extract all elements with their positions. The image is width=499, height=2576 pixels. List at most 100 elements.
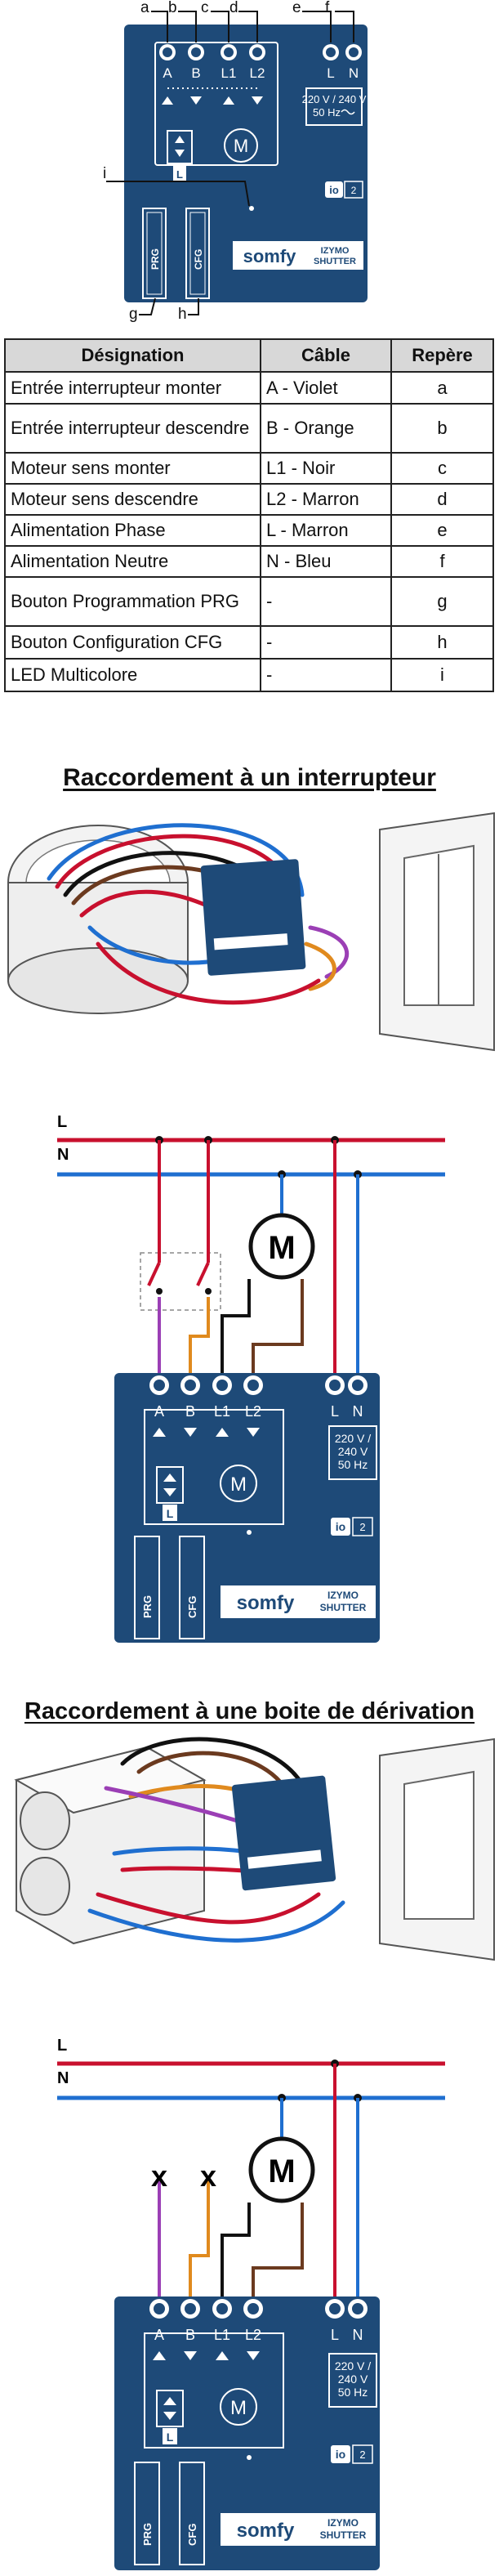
ac-wave-icon	[341, 109, 355, 115]
cell-designation: Entrée interrupteur descendre	[4, 403, 261, 454]
spec-frequency: 50 Hz	[313, 106, 341, 119]
section2-title-text: Raccordement à une boite de dérivation	[24, 1698, 475, 1724]
header-ref: Repère	[390, 338, 494, 373]
product-name-1: IZYMO	[327, 1590, 359, 1601]
callout-e: e	[292, 0, 301, 16]
cell-cable: -	[260, 576, 392, 627]
io-badge: 2	[359, 2449, 365, 2461]
table-row: Bouton Configuration CFG - h	[4, 625, 494, 660]
motor-icon-label: M	[234, 136, 248, 156]
motor-symbol-label: M	[268, 1230, 295, 1266]
spec-line-1: 220 V /	[335, 2359, 371, 2373]
terminal-n-label: N	[349, 65, 359, 81]
prg-button: PRG	[141, 2523, 154, 2546]
terminal-l-label: L	[331, 2327, 339, 2343]
cell-ref: d	[390, 483, 494, 516]
junction-box-illustration	[14, 1737, 495, 1961]
product-name-1: IZYMO	[327, 2517, 359, 2529]
table-row: Moteur sens descendre L2 - Marron d	[4, 483, 494, 516]
module-body	[114, 1373, 380, 1643]
terminal-a-label: A	[163, 65, 172, 81]
callout-a: a	[140, 0, 149, 16]
spec-line-2: 240 V	[338, 1445, 368, 1458]
callout-f: f	[325, 0, 330, 16]
line-n-label: N	[57, 1146, 69, 1164]
table-row: Entrée interrupteur descendre B - Orange…	[4, 403, 494, 454]
terminal-l2-label: L2	[245, 1403, 261, 1420]
spec-line-2: 240 V	[338, 2373, 368, 2386]
io-logo: io	[329, 184, 339, 196]
brand-plate	[233, 241, 363, 270]
module-body	[114, 2296, 380, 2570]
table-row: LED Multicolore - i	[4, 658, 494, 692]
cell-cable: B - Orange	[260, 403, 392, 454]
terminal-a-label: A	[154, 2327, 164, 2343]
cap-mark-a: x	[151, 2159, 167, 2193]
terminal-n-label: N	[353, 2327, 363, 2343]
line-l-label: L	[57, 2037, 67, 2055]
table-header-row: Désignation Câble Repère	[4, 338, 494, 373]
brand-logo: somfy	[237, 2520, 295, 2542]
center-l-label: L	[167, 2431, 174, 2444]
spec-line-3: 50 Hz	[338, 2386, 368, 2399]
callout-lines	[106, 11, 354, 315]
svg-text:PRG: PRG	[149, 248, 161, 270]
terminal-l2-label: L2	[250, 65, 265, 81]
callout-i: i	[103, 165, 106, 182]
io-badge: 2	[351, 185, 357, 196]
switch-wiring-diagram: L N M A B L1 L2 L N	[57, 1113, 445, 1643]
center-l-label: L	[167, 1507, 174, 1520]
terminal-l1-label: L1	[214, 1403, 230, 1420]
io-logo: io	[336, 2448, 345, 2461]
motor-icon-label: M	[230, 2397, 247, 2419]
spec-line-3: 50 Hz	[338, 1458, 368, 1471]
table-row: Moteur sens monter L1 - Noir c	[4, 452, 494, 485]
terminal-l-label: L	[327, 65, 334, 81]
terminal-b-label: B	[185, 2327, 195, 2343]
cell-ref: i	[390, 658, 494, 692]
cell-designation: LED Multicolore	[4, 658, 261, 692]
cell-cable: L1 - Noir	[260, 452, 392, 485]
cell-cable: A - Violet	[260, 371, 392, 405]
cell-ref: e	[390, 514, 494, 547]
cell-ref: c	[390, 452, 494, 485]
wiring-table: Désignation Câble Repère Entrée interrup…	[4, 338, 494, 692]
control-area-frame	[154, 42, 278, 166]
section2-title: Raccordement à une boite de dérivation	[0, 1698, 499, 1725]
io-logo: io	[336, 1520, 345, 1533]
cell-ref: g	[390, 576, 494, 627]
junction-wiring-diagram: L N x x M A B L1 L2 L N 220 V / 240 V 50…	[57, 2037, 445, 2570]
direction-arrows	[162, 96, 263, 105]
prg-button: PRG	[141, 1595, 154, 1618]
motor-symbol	[248, 1213, 315, 1280]
cell-cable: N - Bleu	[260, 545, 392, 578]
line-l-label: L	[57, 1113, 67, 1131]
center-l-label: L	[176, 168, 183, 181]
cell-ref: h	[390, 625, 494, 660]
cap-mark-b: x	[200, 2159, 216, 2193]
brand-logo: somfy	[243, 246, 297, 266]
svg-text:CFG: CFG	[193, 249, 204, 270]
cfg-button: CFG	[186, 1596, 198, 1618]
spec-box	[305, 87, 363, 126]
product-name-2: SHUTTER	[320, 2529, 367, 2541]
cfg-button: CFG	[186, 2524, 198, 2546]
table-row: Entrée interrupteur monter A - Violet a	[4, 371, 494, 405]
spec-voltage: 220 V / 240 V	[302, 93, 367, 105]
product-name-2: SHUTTER	[314, 257, 356, 266]
spec-line-1: 220 V /	[335, 1432, 371, 1445]
cell-ref: b	[390, 403, 494, 454]
callout-c: c	[201, 0, 209, 16]
brand-logo: somfy	[237, 1592, 295, 1614]
callout-b: b	[168, 0, 177, 16]
cell-ref: f	[390, 545, 494, 578]
terminal-l1-label: L1	[221, 65, 237, 81]
motor-symbol	[248, 2136, 315, 2203]
switch-box	[140, 1252, 221, 1311]
cell-designation: Entrée interrupteur monter	[4, 371, 261, 405]
table-row: Bouton Programmation PRG - g	[4, 576, 494, 627]
header-designation: Désignation	[4, 338, 261, 373]
cell-cable: -	[260, 658, 392, 692]
cell-designation: Alimentation Neutre	[4, 545, 261, 578]
terminal-l2-label: L2	[245, 2327, 261, 2343]
